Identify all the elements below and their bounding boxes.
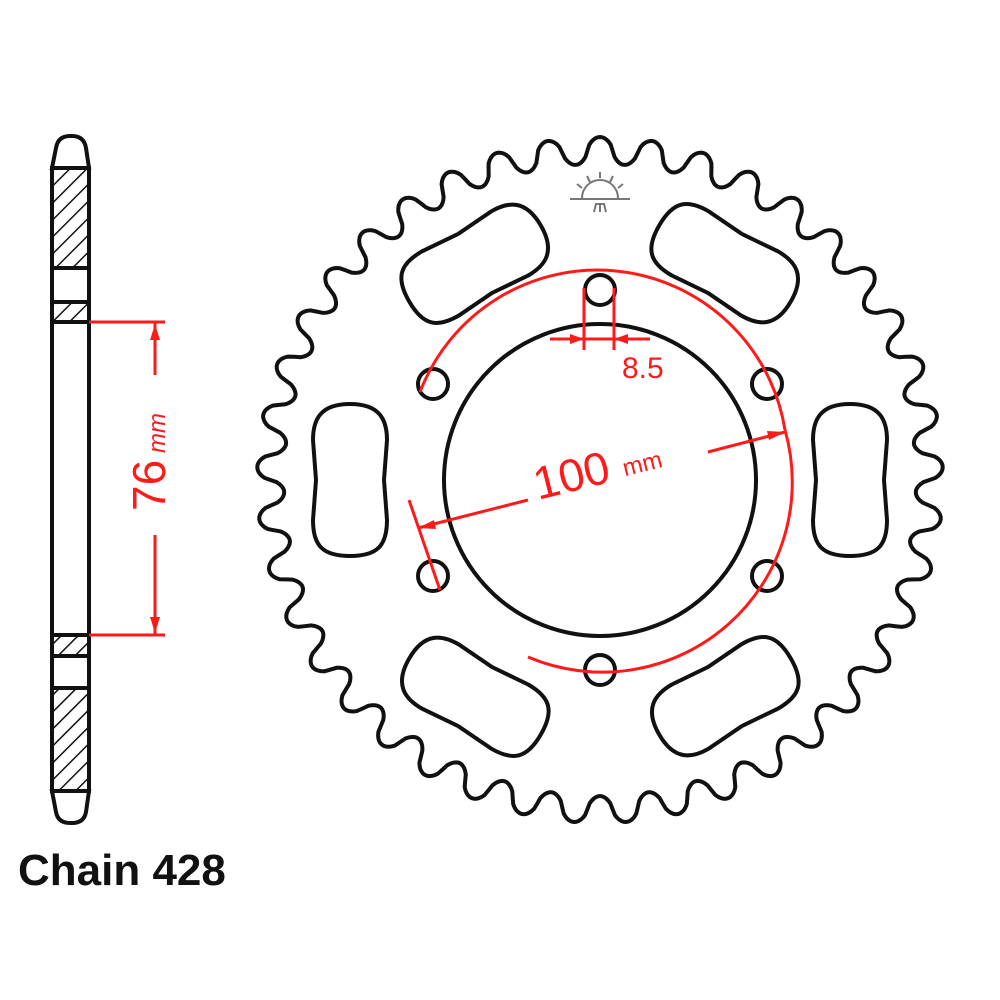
hub-width-unit: mm [144, 413, 171, 453]
hub-width-dimension [89, 320, 165, 637]
brand-logo-icon [570, 172, 630, 213]
bolt-hole-lower-left [416, 559, 450, 593]
bolt-hole-dimension [550, 288, 650, 350]
hub-width-label: 76 mm [123, 413, 175, 511]
chain-size-caption: Chain 428 [18, 846, 226, 895]
bolt-circle-label: 100 mm [528, 441, 665, 510]
bolt-circle-value: 100 [528, 441, 615, 510]
side-hatch-small-top [50, 300, 91, 324]
slot-upper-left [649, 635, 801, 758]
slot-left [310, 401, 390, 559]
side-hatch-small-bottom [50, 633, 91, 658]
side-gap-top [50, 266, 91, 304]
sprocket-teeth-outline [255, 134, 945, 825]
side-tooth-tip-top [49, 134, 92, 170]
hub-width-value: 76 [123, 460, 175, 511]
side-gap-bottom [50, 654, 91, 690]
bolt-hole-bottom [583, 653, 617, 687]
bolt-hole-lower-right [750, 559, 784, 593]
front-view [255, 134, 945, 825]
side-view [49, 134, 92, 825]
side-hatch-bottom [50, 686, 91, 793]
side-tooth-tip-bottom [49, 789, 92, 825]
bolt-hole-top [583, 273, 617, 307]
bolt-hole-upper-left [416, 367, 450, 401]
side-hatch-top [50, 166, 91, 270]
slot-lower-left [399, 635, 551, 758]
slot-lower-right [649, 202, 801, 325]
slot-upper-right [399, 202, 551, 325]
bolt-circle-unit: mm [620, 446, 665, 482]
slot-right [810, 401, 890, 559]
side-hub [50, 320, 91, 637]
bolt-hole-value: 8.5 [622, 352, 664, 385]
bolt-hole-upper-right [750, 367, 784, 401]
center-bore [442, 322, 758, 638]
bolt-circle-dimension [407, 268, 794, 674]
